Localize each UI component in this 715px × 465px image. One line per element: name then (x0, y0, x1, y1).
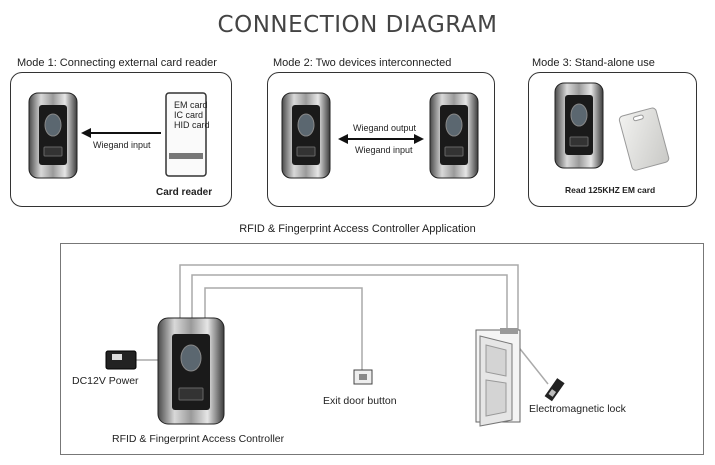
controller-device-left (281, 92, 331, 179)
application-title: RFID & Fingerprint Access Controller App… (239, 223, 476, 235)
mode-1-panel: EM card IC card HID card Wiegand input C… (10, 72, 232, 207)
card-type-em: EM card (174, 100, 208, 110)
mode-3-panel: Read 125KHZ EM card (528, 72, 697, 207)
card-reader (165, 92, 207, 177)
exit-door-button (353, 369, 373, 385)
card-type-list: EM card IC card HID card (174, 100, 210, 130)
mode-1-label: Mode 1: Connecting external card reader (17, 57, 217, 69)
dc12v-power-label: DC12V Power (72, 375, 139, 387)
card-type-hid: HID card (174, 120, 210, 130)
mode-1-drawing (28, 92, 207, 179)
electromagnetic-lock (544, 378, 565, 402)
door (475, 328, 521, 427)
magnetic-lock-label: Electromagnetic lock (529, 403, 626, 415)
card-type-ic: IC card (174, 110, 204, 120)
controller-label: RFID & Fingerprint Access Controller (112, 433, 285, 445)
mode-3-caption: Read 125KHZ EM card (565, 185, 656, 195)
controller-device (157, 317, 225, 425)
mode-2-label: Mode 2: Two devices interconnected (273, 57, 452, 69)
controller-device (28, 92, 78, 179)
exit-button-label: Exit door button (323, 395, 397, 407)
controller-device-right (429, 92, 479, 179)
mode-2-drawing (281, 92, 479, 179)
mode-2-panel: Wiegand output Wiegand input (267, 72, 495, 207)
card-reader-caption: Card reader (156, 187, 213, 198)
mode-3-drawing (554, 82, 670, 171)
mode-3-label: Mode 3: Stand-alone use (532, 57, 655, 69)
diagram-title: CONNECTION DIAGRAM (217, 12, 498, 38)
mode-1-arrow-label: Wiegand input (93, 140, 151, 150)
controller-device (554, 82, 604, 169)
power-supply (105, 350, 137, 370)
wiegand-output-label: Wiegand output (353, 123, 417, 133)
wiegand-input-label: Wiegand input (355, 145, 413, 155)
em-card (618, 107, 670, 171)
